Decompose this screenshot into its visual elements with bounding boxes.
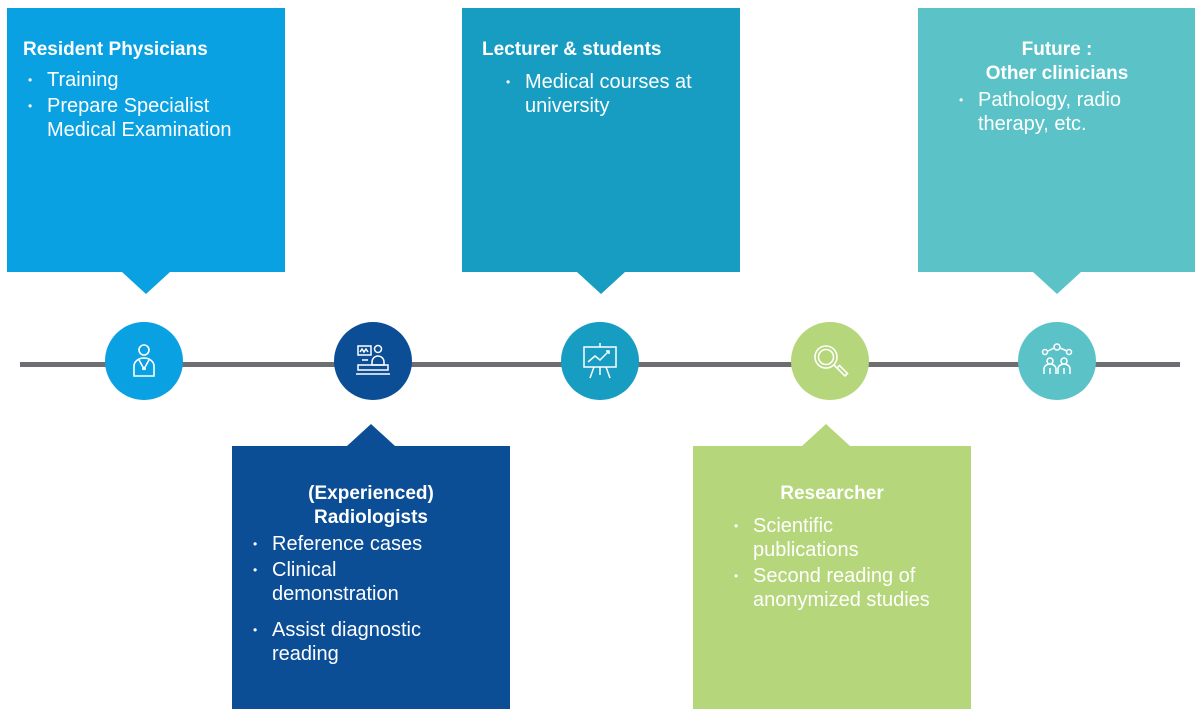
radiology-scanner-icon <box>356 344 390 375</box>
resident-item: Training <box>21 68 275 92</box>
future-icon-circle <box>1018 322 1096 400</box>
radiologist-box: (Experienced) Radiologists Reference cas… <box>232 446 510 709</box>
radiologist-title-line1: (Experienced) <box>308 483 434 504</box>
researcher-box: Researcher Scientific publications Secon… <box>693 446 971 709</box>
researcher-title: Researcher <box>780 483 884 504</box>
resident-physicians-title: Resident Physicians <box>23 39 208 60</box>
resident-item: Prepare Specialist Medical Examination <box>21 94 267 142</box>
radiologist-item: Clinical demonstration <box>246 558 462 606</box>
radiologist-item: Assist diagnostic reading <box>246 618 482 666</box>
magnifier-icon <box>814 345 849 378</box>
group-network-icon <box>1041 343 1073 374</box>
researcher-item: Scientific publications <box>727 514 923 562</box>
future-item: Pathology, radio therapy, etc. <box>952 88 1178 136</box>
future-pointer <box>1033 272 1081 294</box>
resident-pointer <box>122 272 170 294</box>
lecturer-pointer <box>577 272 625 294</box>
researcher-pointer <box>802 424 850 446</box>
lecturer-title: Lecturer & students <box>482 39 662 60</box>
researcher-item: Second reading of anonymized studies <box>727 564 943 612</box>
radiologist-item: Reference cases <box>246 532 500 556</box>
radiologist-icon-circle <box>334 322 412 400</box>
resident-icon-circle <box>105 322 183 400</box>
researcher-icon-circle <box>791 322 869 400</box>
radiologist-title-line2: Radiologists <box>313 507 428 528</box>
doctor-icon <box>133 344 155 377</box>
lecturer-icon-circle <box>561 322 639 400</box>
future-title-line1: Future : <box>1021 39 1093 60</box>
future-title-line2: Other clinicians <box>985 63 1129 84</box>
radiologist-pointer <box>347 424 395 446</box>
lecturer-item: Medical courses at university <box>499 70 725 118</box>
future-box: Future : Other clinicians Pathology, rad… <box>918 8 1195 272</box>
resident-physicians-box: Resident Physicians Training Prepare Spe… <box>7 8 285 272</box>
lecturer-box: Lecturer & students Medical courses at u… <box>462 8 740 272</box>
presentation-board-icon <box>583 343 617 379</box>
